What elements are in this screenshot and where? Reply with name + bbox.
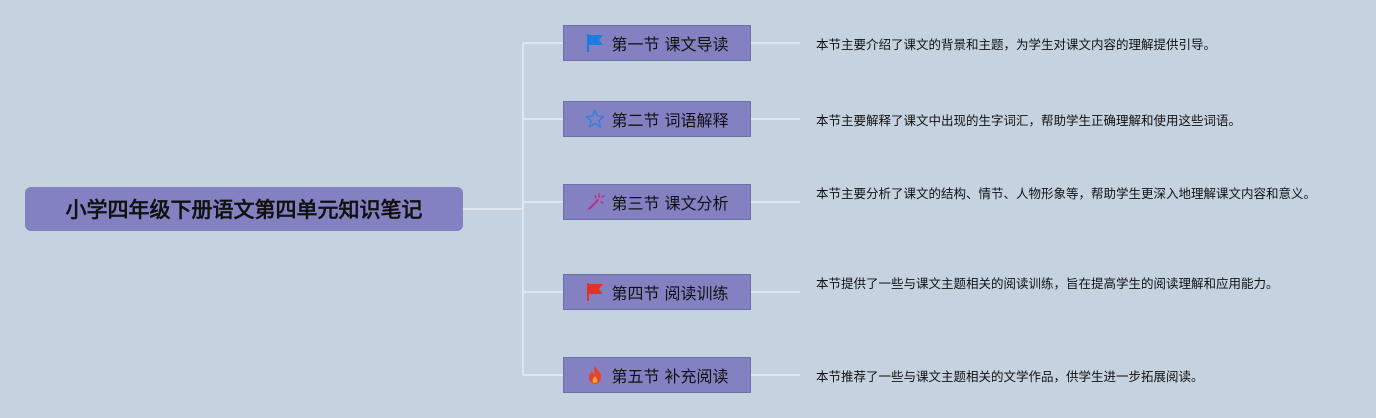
section-title-2: 第二节 词语解释	[611, 111, 729, 130]
section-title-1: 第一节 课文导读	[611, 35, 729, 54]
section-node-3[interactable]: 第三节 课文分析	[563, 184, 751, 220]
root-title: 小学四年级下册语文第四单元知识笔记	[65, 198, 423, 222]
magic-wand-icon	[585, 192, 606, 212]
section-title-5: 第五节 补充阅读	[611, 367, 729, 386]
section-desc-2: 本节主要解释了课文中出现的生字词汇，帮助学生正确理解和使用这些词语。	[816, 113, 1242, 128]
section-node-1[interactable]: 第一节 课文导读	[563, 25, 751, 61]
section-node-5[interactable]: 第五节 补充阅读	[563, 357, 751, 393]
star-outline-icon	[585, 109, 605, 129]
fire-icon	[585, 365, 605, 385]
root-topic[interactable]: 小学四年级下册语文第四单元知识笔记	[25, 187, 463, 231]
blue-flag-icon	[585, 33, 605, 53]
section-desc-1: 本节主要介绍了课文的背景和主题，为学生对课文内容的理解提供引导。	[816, 37, 1217, 52]
red-flag-icon	[585, 282, 605, 302]
section-desc-4: 本节提供了一些与课文主题相关的阅读训练，旨在提高学生的阅读理解和应用能力。	[816, 276, 1279, 291]
section-node-2[interactable]: 第二节 词语解释	[563, 101, 751, 137]
section-desc-3: 本节主要分析了课文的结构、情节、人物形象等，帮助学生更深入地理解课文内容和意义。	[816, 186, 1317, 201]
section-title-4: 第四节 阅读训练	[611, 284, 729, 303]
section-title-3: 第三节 课文分析	[611, 194, 729, 213]
section-desc-5: 本节推荐了一些与课文主题相关的文学作品，供学生进一步拓展阅读。	[816, 369, 1204, 384]
section-node-4[interactable]: 第四节 阅读训练	[563, 274, 751, 310]
